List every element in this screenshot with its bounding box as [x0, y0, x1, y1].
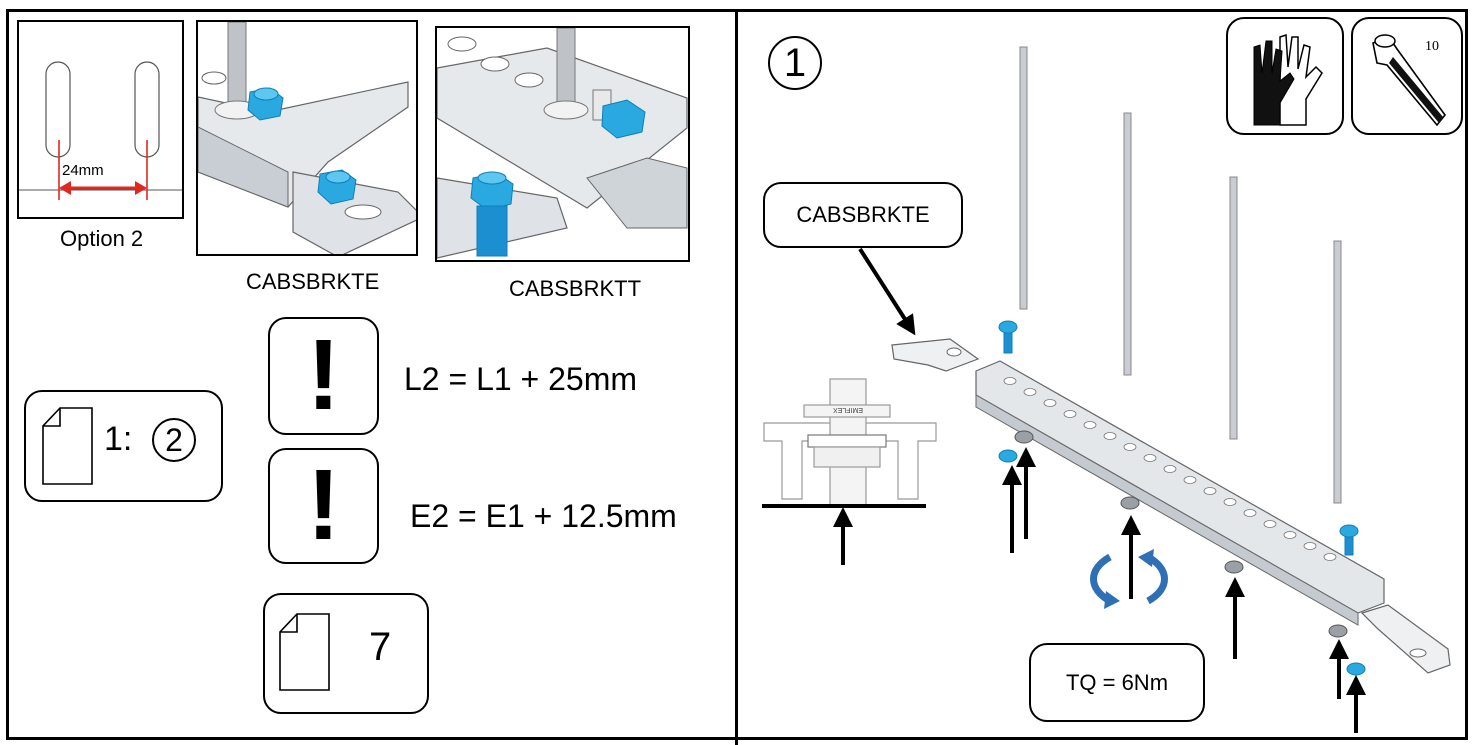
detail-section	[763, 378, 937, 508]
bracket-e-illustration	[198, 22, 416, 254]
panel-divider	[735, 9, 738, 745]
warning-box-2: !	[268, 448, 379, 564]
gloves-icon	[1253, 33, 1323, 126]
callout-part-code: CABSBRKTE	[796, 202, 930, 227]
bracket-image-t	[435, 26, 690, 262]
page-ref-prefix: 1:	[104, 420, 133, 458]
doc-ref-page: 7	[369, 625, 392, 669]
bottom-rule	[6, 737, 1468, 740]
page-ref-step: 2	[152, 418, 196, 462]
hex-key-icon	[1372, 34, 1447, 127]
slot-dimension: 24mm	[62, 162, 104, 179]
page-reference-box: 1: 2	[24, 390, 223, 502]
callout-box: CABSBRKTE	[763, 182, 963, 248]
formula-e2: E2 = E1 + 12.5mm	[410, 498, 677, 534]
slot-diagram	[19, 61, 182, 200]
bracket-t-illustration	[437, 28, 688, 259]
torque-label: TQ = 6Nm	[1065, 670, 1169, 695]
part-code-cabsbrktt: CABSBRKTT	[509, 276, 642, 301]
hex-key-size: 10	[1425, 39, 1439, 54]
document-icon	[42, 407, 93, 485]
exclamation-icon: !	[306, 319, 341, 431]
torque-box: TQ = 6Nm	[1029, 643, 1205, 722]
hex-key-tool-box: 10	[1351, 17, 1463, 135]
washer-text: EMIFLEX	[833, 406, 863, 413]
nuts	[1014, 430, 1348, 638]
assembly-illustration: EMIFLEX	[762, 46, 1451, 733]
bolts	[998, 320, 1366, 676]
warning-box-1: !	[268, 317, 379, 435]
gloves-tool-box	[1226, 17, 1344, 135]
threaded-rods	[1019, 46, 1342, 504]
bracket-image-e	[196, 20, 418, 256]
step-number: 1	[768, 36, 822, 90]
option-slot-drawing	[17, 20, 184, 219]
rotation-arrows	[1090, 553, 1168, 605]
part-code-cabsbrkte: CABSBRKTE	[246, 269, 380, 294]
exclamation-icon: !	[306, 449, 341, 561]
formula-l2: L2 = L1 + 25mm	[404, 361, 638, 397]
channel-holes	[1003, 377, 1337, 561]
doc-reference-box: 7	[263, 593, 429, 714]
document-icon	[279, 613, 330, 691]
option-caption: Option 2	[60, 226, 144, 251]
